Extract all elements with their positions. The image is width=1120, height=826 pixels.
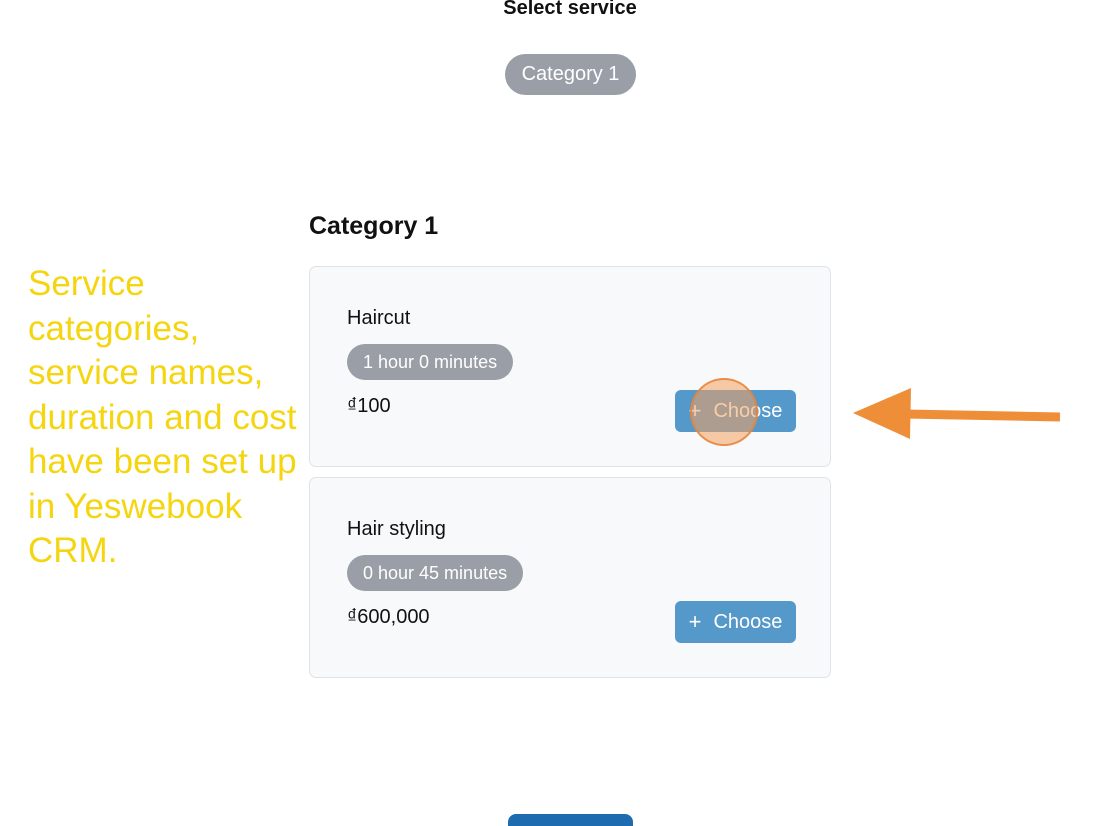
page-title: Select service xyxy=(503,0,637,19)
service-price: ₫600,000 xyxy=(347,606,430,628)
service-name: Hair styling xyxy=(347,518,446,540)
duration-badge: 1 hour 0 minutes xyxy=(347,344,514,380)
choose-button-label: Choose xyxy=(713,399,783,422)
service-name: Haircut xyxy=(347,307,411,329)
service-card-hair-styling: Hair styling 0 hour 45 minutes ₫600,000 … xyxy=(309,477,831,678)
continue-button[interactable] xyxy=(508,814,633,826)
plus-icon: + xyxy=(688,609,702,634)
choose-button[interactable]: + Choose xyxy=(675,601,796,643)
service-price: ₫100 xyxy=(347,395,391,417)
annotation-text: Service categories, service names, durat… xyxy=(28,264,297,570)
choose-button[interactable]: + Choose xyxy=(675,390,796,432)
choose-button-label: Choose xyxy=(713,610,783,633)
annotation-arrow-icon xyxy=(853,388,1061,439)
plus-icon: + xyxy=(688,398,702,423)
service-card-haircut: Haircut 1 hour 0 minutes ₫100 + Choose xyxy=(309,266,831,467)
duration-badge: 0 hour 45 minutes xyxy=(347,555,524,591)
category-filter-pill[interactable]: Category 1 xyxy=(505,54,636,95)
category-heading: Category 1 xyxy=(309,212,439,240)
